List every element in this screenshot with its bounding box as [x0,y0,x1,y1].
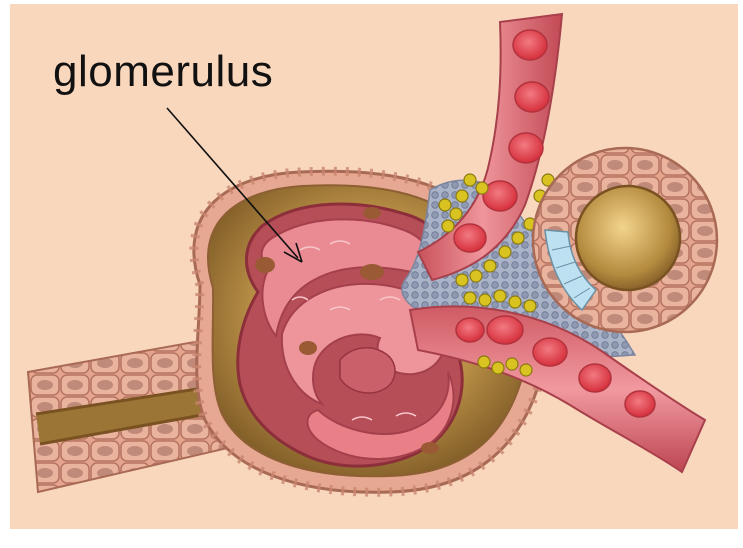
glomerulus-label: glomerulus [53,47,273,97]
distal-tubule [533,148,717,332]
